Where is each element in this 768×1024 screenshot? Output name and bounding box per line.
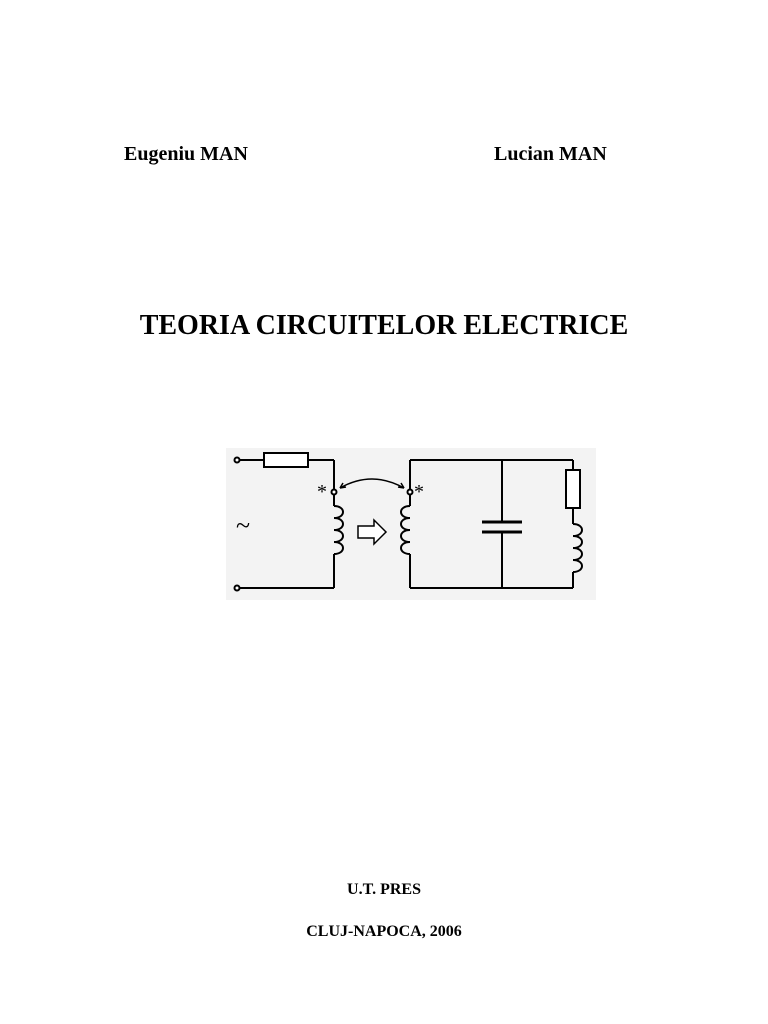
terminal-top <box>233 456 241 464</box>
resistor-load <box>565 469 581 509</box>
dot-marker-secondary: * <box>414 481 424 503</box>
author-name: Lucian MAN <box>494 143 607 165</box>
primary-coil <box>333 505 344 555</box>
secondary-coil <box>400 505 411 555</box>
terminal-bottom <box>233 584 241 592</box>
coupling-arc <box>339 478 405 489</box>
publisher-name: U.T. PRES <box>347 881 421 898</box>
resistor-primary <box>263 452 309 468</box>
author-name: Eugeniu MAN <box>124 143 248 165</box>
book-title: TEORIA CIRCUITELOR ELECTRICE <box>139 310 629 341</box>
circuit-diagram-svg: ~ * * <box>226 448 596 600</box>
circuit-diagram: ~ * * <box>226 448 596 600</box>
place-and-year: CLUJ-NAPOCA, 2006 <box>306 923 462 940</box>
energy-transfer-arrow <box>357 518 388 546</box>
load-coil <box>572 523 583 573</box>
ac-source-symbol: ~ <box>236 511 250 540</box>
dot-marker-primary: * <box>317 481 327 503</box>
